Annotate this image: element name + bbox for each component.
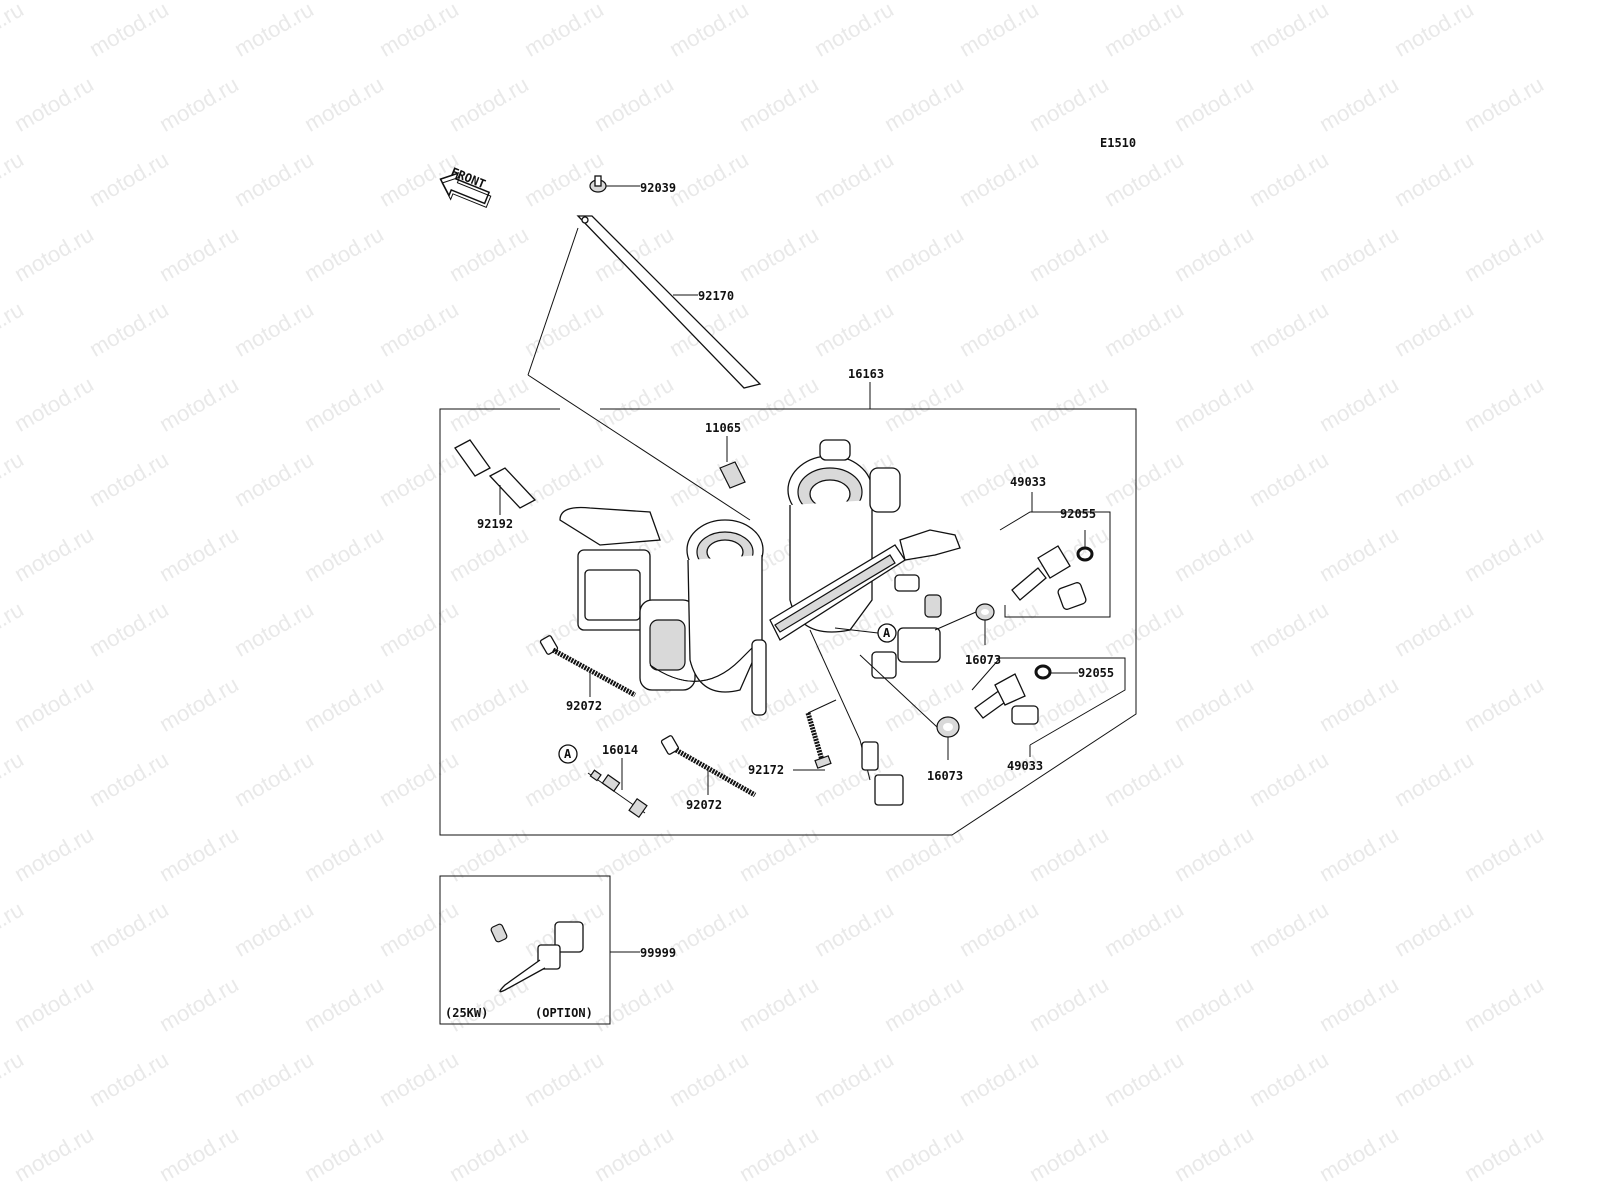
box-49033-bot [971, 657, 1126, 746]
svg-text:A: A [883, 626, 891, 640]
part-92039-bolt [589, 175, 640, 193]
label-92072-left: 92072 [566, 699, 602, 713]
part-92072-cable-tie-bot [660, 735, 757, 798]
box-49033-top [999, 511, 1111, 618]
label-92170: 92170 [698, 289, 734, 303]
option-note-left: (25KW) [445, 1006, 488, 1020]
label-99999: 99999 [640, 946, 676, 960]
throttle-body-illustration [559, 439, 961, 806]
svg-text:A: A [564, 747, 572, 761]
diagram-code: E1510 [1100, 136, 1136, 150]
part-16073-seal-bot [859, 654, 960, 760]
part-92170-strap [576, 215, 762, 389]
part-92192-hose [454, 439, 537, 515]
part-92072-cable-tie-left [539, 635, 637, 698]
callout-a-marker: A [877, 623, 897, 643]
label-92055-top: 92055 [1060, 507, 1096, 521]
part-16073-seal-top [934, 603, 995, 645]
part-92055-oring-bot [1034, 664, 1078, 680]
label-16014: 16014 [602, 743, 638, 757]
part-11065-cap [719, 436, 746, 489]
label-92055-bot: 92055 [1078, 666, 1114, 680]
part-92055-oring-top [1076, 546, 1094, 562]
part-92172-screw [793, 699, 837, 771]
front-arrow-icon [439, 172, 492, 208]
label-16163: 16163 [848, 367, 884, 381]
leader-line [527, 374, 751, 521]
option-box-99999 [439, 875, 611, 1025]
label-92072-bot: 92072 [686, 798, 722, 812]
assembly-frame-16163 [439, 408, 1137, 836]
option-note-right: (OPTION) [535, 1006, 593, 1020]
label-49033-top: 49033 [1010, 475, 1046, 489]
callout-a-marker-2: A [558, 744, 578, 764]
label-92172: 92172 [748, 763, 784, 777]
label-16073-top: 16073 [965, 653, 1001, 667]
part-99999-connector [490, 921, 584, 993]
label-16073-bot: 16073 [927, 769, 963, 783]
part-49033-injector-top [1011, 545, 1087, 610]
label-49033-bot: 49033 [1007, 759, 1043, 773]
label-92039: 92039 [640, 181, 676, 195]
part-16014-screw-kit [587, 758, 648, 819]
label-11065: 11065 [705, 421, 741, 435]
label-92192: 92192 [477, 517, 513, 531]
leader-line [527, 227, 579, 376]
part-49033-injector-bot [974, 673, 1039, 725]
